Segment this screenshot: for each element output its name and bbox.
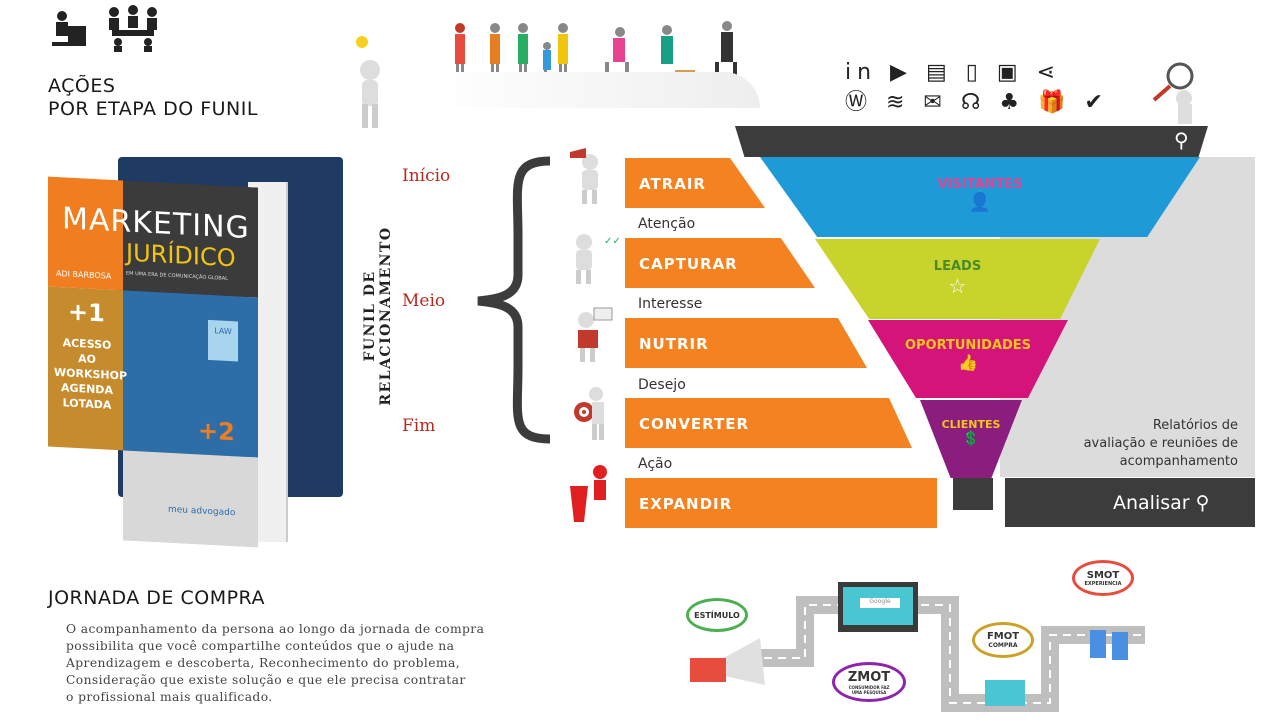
bubble-title: ZMOT <box>847 669 891 685</box>
team-meeting-icon <box>104 4 162 52</box>
gray-road-path <box>430 72 760 108</box>
layer-label: CLIENTES <box>941 418 1001 431</box>
journey-road-map: Google <box>660 540 1160 720</box>
desk-worker-icon <box>48 8 88 50</box>
search-icon: ⚲ <box>1195 492 1210 514</box>
emotion-interesse: Interesse <box>638 296 703 312</box>
description-line: possibilita que você compartilhe conteúd… <box>66 639 455 653</box>
description-line: Consideração que existe solução e que el… <box>66 673 466 687</box>
title-line-1: AÇÕES <box>48 75 116 97</box>
stage-capturar[interactable]: CAPTURAR <box>625 238 815 288</box>
podium-figure-icon <box>566 462 622 528</box>
target-figure-icon <box>566 382 622 448</box>
thumbs-up-icon: 👍 <box>958 353 978 372</box>
stage-label: NUTRIR <box>639 335 709 353</box>
wordpress-icon: Ⓦ <box>845 90 874 115</box>
funnel-stem <box>953 478 993 510</box>
bubble-sub: COMPRA <box>988 642 1018 649</box>
megaphone-figure-icon <box>566 144 622 210</box>
description-line: O acompanhamento da persona ao longo da … <box>66 622 485 636</box>
search-bar-text: Google <box>860 598 900 608</box>
money-icon: 💲 <box>962 431 980 447</box>
social-media-icons: in ▶ ▤ ▯ ▣ ⋖Ⓦ ≋ ✉ ☊ ♣ 🎁 ✔ <box>845 60 1109 115</box>
phase-fim: Fim <box>402 416 436 436</box>
book-title-1: MAR <box>62 201 133 240</box>
layer-label: VISITANTES <box>937 177 1023 192</box>
title-line-2: POR ETAPA DO FUNIL <box>48 98 258 120</box>
emotion-desejo: Desejo <box>638 377 686 393</box>
stage-label: ATRAIR <box>639 175 706 193</box>
book-cover: MARKETING JURÍDICO ADI BARBOSA EM UMA ER… <box>48 152 348 552</box>
funnel-top-bar <box>735 126 1208 157</box>
bubble-sub: CONSUMIDOR FAZ UMA PESQUISA <box>848 684 890 695</box>
stage-label: CAPTURAR <box>639 255 738 273</box>
book-subtitle: JURÍDICO <box>126 238 236 273</box>
description-line: Aprendizagem e descoberta, Reconheciment… <box>66 656 461 670</box>
bubble-sub: EXPERIENCIA <box>1084 580 1122 587</box>
star-icon: ☆ <box>948 274 967 298</box>
stage-expandir[interactable]: EXPANDIR <box>625 478 937 528</box>
svg-text:✓✓✓: ✓✓✓ <box>604 236 622 247</box>
checklist-figure-icon: ✓✓✓ <box>566 224 629 290</box>
magnifier-figure-icon <box>1150 58 1210 132</box>
funnel-layer-visitantes: VISITANTES 👤 <box>760 157 1200 237</box>
report-line: avaliação e reuniões de <box>1083 436 1238 451</box>
emotion-atencao: Atenção <box>638 216 696 232</box>
curly-brace-icon <box>470 155 560 449</box>
analisar-label: Analisar <box>1113 492 1190 514</box>
stage-label: CONVERTER <box>639 415 750 433</box>
book-front: MARKETING JURÍDICO ADI BARBOSA EM UMA ER… <box>48 176 258 548</box>
stage-nutrir[interactable]: NUTRIR <box>625 318 867 368</box>
report-line: Relatórios de <box>1152 418 1238 433</box>
linkedin-icon: in <box>845 60 878 85</box>
bubble-title: SMOT <box>1086 569 1120 581</box>
phase-meio: Meio <box>402 291 446 311</box>
bubble-title: FMOT <box>986 631 1020 642</box>
thinking-figure-icon <box>340 32 400 132</box>
book-law: LAW <box>208 319 238 362</box>
page-title: AÇÕES POR ETAPA DO FUNIL <box>48 75 258 121</box>
user-icon: 👤 <box>968 192 992 213</box>
layer-label: OPORTUNIDADES <box>904 338 1032 353</box>
phase-inicio: Início <box>402 166 451 186</box>
bubble-title: ESTÍMULO <box>694 610 740 620</box>
stage-converter[interactable]: CONVERTER <box>625 398 912 448</box>
analisar-button[interactable]: Analisar ⚲ <box>1005 478 1255 527</box>
journey-description: O acompanhamento da persona ao longo da … <box>66 621 484 706</box>
bubble-estimulo: ESTÍMULO <box>686 598 748 632</box>
funnel-layer-leads: LEADS ☆ <box>815 239 1100 319</box>
layer-label: LEADS <box>933 259 982 274</box>
stage-atrair[interactable]: ATRAIR <box>625 158 765 208</box>
vertical-label: FUNIL DE RELACIONAMENTO <box>362 226 394 406</box>
report-line: acompanhamento <box>1119 454 1238 469</box>
email-figure-icon <box>566 302 622 368</box>
report-text: Relatórios de avaliação e reuniões de ac… <box>1050 417 1238 471</box>
book-plus1: +1 <box>68 297 105 328</box>
book-plus2: +2 <box>198 416 235 447</box>
stage-label: EXPANDIR <box>639 495 733 513</box>
search-icon[interactable]: ⚲ <box>1174 128 1189 152</box>
book-offer: ACESSO AO WORKSHOP AGENDA LOTADA <box>54 336 128 412</box>
description-line: o profissional mais qualificado. <box>66 690 273 704</box>
journey-title: JORNADA DE COMPRA <box>48 587 265 609</box>
emotion-acao: Ação <box>638 456 673 472</box>
